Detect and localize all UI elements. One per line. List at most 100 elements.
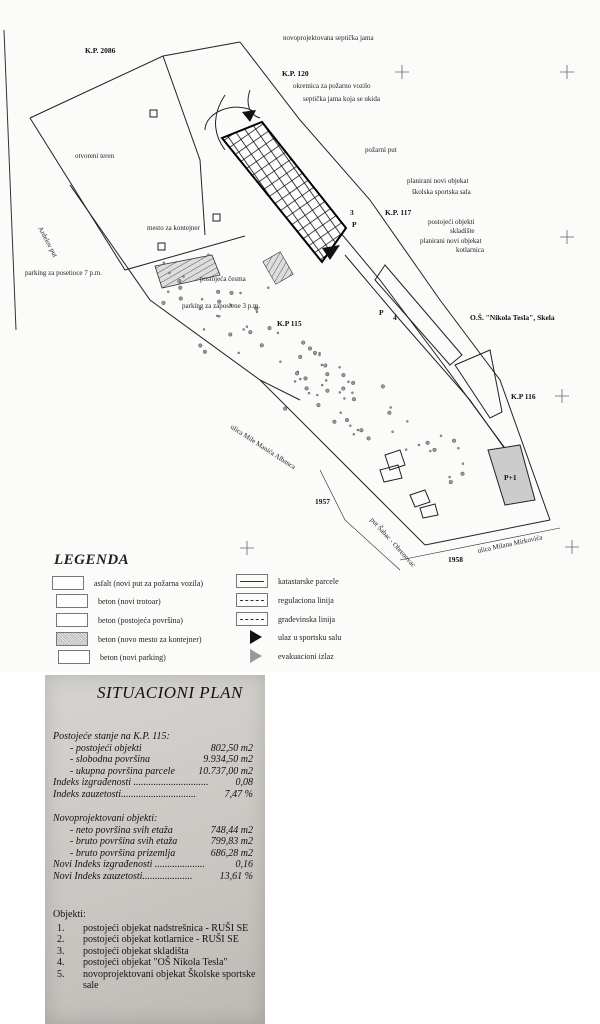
stat-label: Indeks zauzetosti.......................… — [53, 788, 197, 800]
tree-mark — [341, 373, 346, 378]
tree-mark — [178, 296, 183, 301]
tree-mark — [298, 354, 303, 359]
legend-item: beton (postojeća površina) — [56, 613, 183, 627]
tree-mark — [439, 434, 443, 438]
stat-value: 802,50 m2 — [210, 742, 253, 754]
tree-mark — [339, 411, 342, 414]
item-text: postojeći objekat kotlarnice - RUŠI SE — [83, 934, 239, 945]
tree-mark — [276, 331, 280, 335]
label-fire-road: požarni put — [365, 146, 397, 154]
tree-mark — [389, 406, 392, 409]
tree-mark — [325, 388, 330, 393]
tree-mark — [457, 446, 460, 450]
tree-mark — [351, 391, 354, 395]
tree-mark — [202, 349, 207, 354]
tree-mark — [303, 376, 308, 381]
label-kp-115: K.P 115 — [277, 319, 302, 328]
legend-item: beton (novi trotoar) — [56, 594, 161, 608]
label-turnaround: okretnica za požarno vozilo — [293, 82, 371, 90]
label-open-field: otvoreni teren — [75, 152, 115, 160]
stat-value: 13,61 % — [219, 870, 253, 882]
stat-label: - neto površina svih etaža — [70, 824, 173, 836]
tree-mark — [351, 380, 356, 385]
label-p: P — [379, 308, 384, 317]
label-ardelov-put: Ardelov put — [36, 225, 59, 259]
stat-row: Novi Indeks zauzetosti..................… — [53, 871, 253, 883]
stat-value: 0,08 — [235, 777, 254, 788]
exit-triangle-icon — [250, 649, 262, 663]
stat-value: 686,28 m2 — [210, 847, 253, 859]
tree-mark — [429, 449, 432, 453]
entrance-triangle — [322, 245, 340, 260]
tree-mark — [294, 371, 300, 376]
label-container-place: mesto za kontejner — [147, 224, 201, 232]
tree-mark — [217, 299, 222, 304]
tree-mark — [387, 410, 392, 415]
small-squares — [149, 109, 221, 251]
tree-mark — [229, 303, 233, 307]
legend-item: ulaz u sportsku salu — [236, 630, 341, 644]
tree-mark — [341, 386, 346, 391]
legend-swatch-dotted — [56, 632, 88, 646]
legend-label: građevinska linija — [278, 614, 336, 624]
legend-swatch — [58, 650, 90, 664]
legend-label: beton (novo mesto za kontejner) — [98, 634, 202, 644]
stat-label: - slobodna površina — [70, 754, 150, 765]
long-dash-swatch — [236, 612, 268, 626]
stat-label: - postojeći objekti — [70, 742, 142, 754]
tree-mark — [338, 366, 341, 369]
item-number: 2. — [57, 934, 65, 945]
label-street-milana: ulica Milana Mirkovića — [477, 533, 544, 555]
tree-mark — [359, 428, 364, 433]
tree-mark — [460, 471, 465, 476]
label-parcel-1958: 1958 — [448, 555, 463, 564]
stat-label: - bruto površina svih etaža — [70, 836, 178, 847]
stat-row: Indeks izgrađenosti ....................… — [53, 777, 253, 789]
tree-mark — [162, 261, 166, 265]
tree-mark — [432, 447, 437, 452]
tree-mark — [349, 424, 352, 427]
label-visitor-parking: parking za posetioce 7 p.m. — [25, 269, 102, 277]
tree-mark — [166, 290, 170, 293]
short-dash-swatch — [236, 593, 268, 607]
objects-list: Objekti: 1.postojeći objekat nadstrešnic… — [53, 909, 259, 992]
legend-label: asfalt (novi put za požarna vozila) — [94, 578, 204, 588]
stat-label: - ukupna površina parcele — [70, 765, 175, 777]
tree-mark — [343, 397, 346, 400]
label-boiler-2: kotlarnica — [456, 246, 485, 254]
tree-mark — [202, 328, 206, 331]
label-parcel-1957: 1957 — [315, 497, 330, 506]
legend-item: beton (novi parking) — [58, 650, 166, 664]
list-item: 1.postojeći objekat nadstrešnica - RUŠI … — [53, 923, 259, 935]
tree-mark — [324, 379, 328, 382]
legend-item: evakuacioni izlaz — [236, 649, 334, 663]
legend-item: regulaciona linija — [236, 593, 334, 607]
tree-mark — [366, 436, 371, 441]
item-text: novoprojektovani objekat Školske sportsk… — [83, 968, 256, 992]
label-kp-120: K.P. 120 — [282, 69, 309, 78]
tree-mark — [248, 330, 253, 335]
tree-mark — [279, 360, 282, 363]
label-road-sabac: put Šabac - Obrenovac — [369, 516, 418, 569]
tree-mark — [267, 286, 270, 289]
label-storage-2: skladište — [450, 227, 475, 235]
label-boiler-1: planirani novi objekat — [420, 237, 481, 245]
tree-mark — [283, 406, 288, 411]
tree-mark — [312, 350, 318, 355]
tree-mark — [448, 475, 451, 479]
tree-mark — [316, 393, 319, 397]
tree-mark — [161, 300, 166, 305]
crosshair-marks — [240, 65, 579, 555]
tree-mark — [425, 440, 430, 445]
card-title: SITUACIONI PLAN — [97, 683, 243, 702]
stat-row: Novi Indeks izgrađenosti ...............… — [53, 859, 253, 871]
tree-mark — [239, 291, 242, 295]
item-number: 3. — [57, 945, 65, 957]
item-text: postojeći objekat skladišta — [83, 945, 189, 957]
tree-mark — [320, 363, 324, 367]
stat-label: Novi Indeks izgrađenosti ...............… — [53, 859, 205, 870]
sports-hall-building — [204, 106, 348, 264]
